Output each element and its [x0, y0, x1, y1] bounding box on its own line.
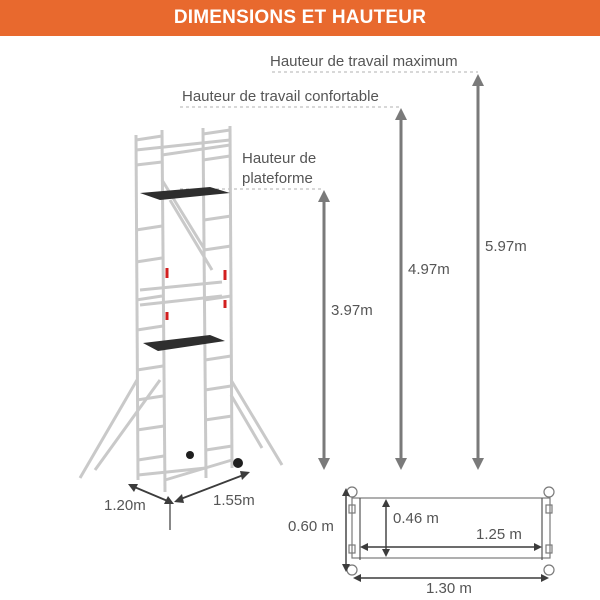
comfortable-working-height-label: Hauteur de travail confortable	[182, 88, 379, 105]
footprint-arrows	[128, 471, 250, 530]
base-plan	[346, 486, 555, 576]
platform-height-label-line1: Hauteur de	[242, 150, 317, 167]
footprint-width-value: 1.20m	[104, 497, 146, 514]
platforms	[140, 187, 230, 351]
width-arrow	[131, 485, 171, 503]
header-banner: DIMENSIONS ET HAUTEUR	[0, 0, 600, 36]
lower-platform	[143, 335, 225, 351]
base-plan-arrows	[342, 488, 549, 582]
length-arrow	[177, 473, 247, 501]
platform-height-value: 3.97m	[331, 302, 373, 319]
scaffold-tower	[78, 125, 284, 493]
footprint-length-value: 1.55m	[213, 492, 255, 509]
base-inner-width-value: 0.46 m	[393, 510, 439, 527]
height-arrows	[318, 74, 484, 470]
base-inner-length-value: 1.25 m	[476, 526, 522, 543]
max-height-value: 5.97m	[485, 238, 527, 255]
base-outline	[351, 497, 551, 559]
comfortable-height-value: 4.97m	[408, 261, 450, 278]
max-working-height-label: Hauteur de travail maximum	[270, 53, 458, 70]
platform-height-label-line2: plateforme	[242, 170, 313, 187]
upper-platform	[140, 187, 230, 200]
wheels	[186, 451, 243, 468]
base-outer-length-value: 1.30 m	[426, 580, 472, 597]
red-markers	[165, 268, 227, 320]
page-title: DIMENSIONS ET HAUTEUR	[173, 7, 427, 28]
base-outer-width-value: 0.60 m	[288, 518, 334, 535]
